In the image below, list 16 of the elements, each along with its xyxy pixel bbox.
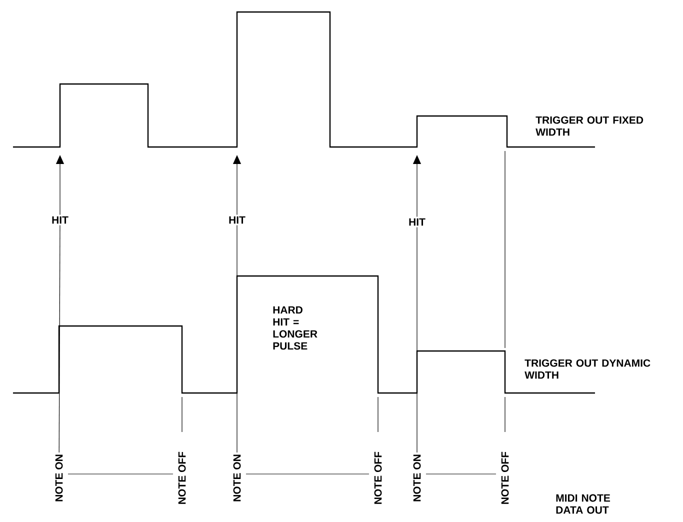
signal-label: MIDI NOTE DATA OUT [556,494,610,514]
timing-line [416,226,418,453]
hit-label: HIT [229,216,246,224]
note-label: NOTE OFF [501,452,509,504]
note-label: NOTE OFF [178,452,186,504]
signal-label: HARD HIT = LONGER PULSE [273,306,318,350]
note-label: NOTE ON [233,454,241,502]
timing-line [58,224,60,453]
note-label: NOTE OFF [374,452,382,504]
signal-label: TRIGGER OUT FIXED WIDTH [536,116,644,136]
note-label: NOTE ON [55,454,63,502]
timing-line [236,224,238,453]
signal-label: TRIGGER OUT DYNAMIC WIDTH [524,359,650,379]
hit-label: HIT [52,216,68,224]
note-label: NOTE ON [413,454,421,502]
hit-label: HIT [409,218,426,226]
